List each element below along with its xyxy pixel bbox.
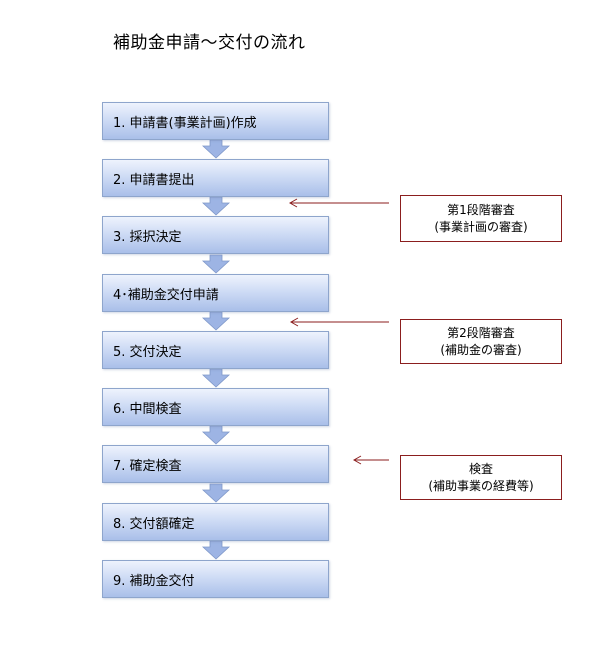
review-box-stage-1: 第1段階審査 (事業計画の審査) [400, 195, 562, 242]
down-arrow-8 [201, 540, 231, 560]
down-arrow-2 [201, 196, 231, 216]
step-2-application-submission: 2. 申請書提出 [102, 159, 329, 197]
review-box-inspection: 検査 (補助事業の経費等) [400, 455, 562, 500]
review-title: 第2段階審査 [447, 325, 515, 340]
step-label: 1. 申請書(事業計画)作成 [113, 115, 257, 131]
step-label: 2. 申請書提出 [113, 172, 195, 188]
review-detail: (補助金の審査) [440, 342, 522, 357]
down-arrow-1 [201, 139, 231, 159]
down-arrow-7 [201, 483, 231, 503]
page-title: 補助金申請〜交付の流れ [113, 33, 306, 53]
step-1-application-creation: 1. 申請書(事業計画)作成 [102, 102, 329, 140]
step-6-interim-inspection: 6. 中間検査 [102, 388, 329, 426]
step-3-adoption-decision: 3. 採択決定 [102, 216, 329, 254]
review-arrow-3 [352, 455, 389, 465]
review-title: 第1段階審査 [447, 202, 515, 217]
step-9-grant-payment: 9. 補助金交付 [102, 560, 329, 598]
down-arrow-5 [201, 368, 231, 388]
review-arrow-2 [289, 317, 389, 327]
down-arrow-4 [201, 311, 231, 331]
step-7-final-inspection: 7. 確定検査 [102, 445, 329, 483]
step-label: 3. 採択決定 [113, 229, 182, 245]
step-label: 7. 確定検査 [113, 458, 182, 474]
review-detail: (補助事業の経費等) [428, 478, 534, 493]
review-detail: (事業計画の審査) [434, 219, 528, 234]
review-title: 検査 [468, 461, 493, 476]
step-label: 9. 補助金交付 [113, 573, 195, 589]
review-box-stage-2: 第2段階審査 (補助金の審査) [400, 319, 562, 364]
step-5-grant-decision: 5. 交付決定 [102, 331, 329, 369]
step-label: 8. 交付額確定 [113, 516, 195, 532]
down-arrow-3 [201, 254, 231, 274]
review-arrow-1 [288, 198, 389, 208]
step-4-grant-application: 4･補助金交付申請 [102, 274, 329, 312]
step-label: 6. 中間検査 [113, 401, 182, 417]
step-8-amount-confirmation: 8. 交付額確定 [102, 503, 329, 541]
step-label: 4･補助金交付申請 [113, 287, 219, 303]
down-arrow-6 [201, 425, 231, 445]
step-label: 5. 交付決定 [113, 344, 182, 360]
